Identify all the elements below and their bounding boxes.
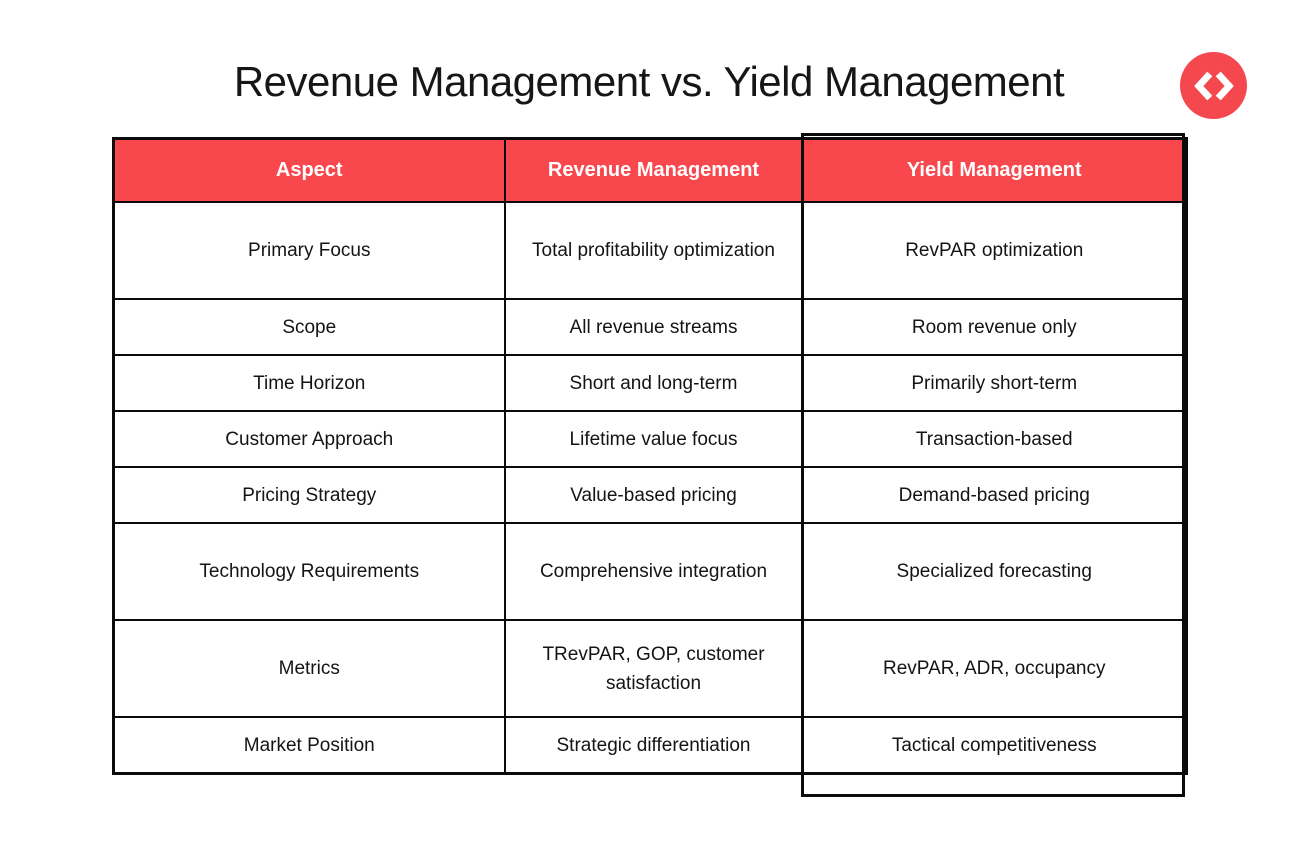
yield-cell: Transaction-based — [801, 410, 1188, 468]
comparison-table: Aspect Revenue Management Yield Manageme… — [112, 137, 1188, 775]
revenue-cell: Lifetime value focus — [503, 410, 804, 468]
page-title: Revenue Management vs. Yield Management — [233, 58, 1065, 105]
aspect-cell: Primary Focus — [112, 201, 506, 300]
yield-cell: Primarily short-term — [801, 354, 1188, 412]
code-brackets-icon — [1193, 71, 1234, 100]
aspect-cell: Scope — [112, 298, 506, 356]
comparison-table-wrap: Aspect Revenue Management Yield Manageme… — [112, 133, 1188, 797]
revenue-cell: Short and long-term — [503, 354, 804, 412]
table-row-time-horizon: Time Horizon Short and long-term Primari… — [112, 354, 1188, 412]
yield-cell: Demand-based pricing — [801, 466, 1188, 524]
revenue-cell: Strategic differentiation — [503, 716, 804, 775]
revenue-cell: Value-based pricing — [503, 466, 804, 524]
table-row-scope: Scope All revenue streams Room revenue o… — [112, 298, 1188, 356]
column-header-aspect: Aspect — [112, 137, 506, 203]
column-header-yield-management: Yield Management — [801, 137, 1188, 203]
revenue-cell: TRevPAR, GOP, customer satisfaction — [503, 619, 804, 718]
table-row-customer-approach: Customer Approach Lifetime value focus T… — [112, 410, 1188, 468]
table-row-metrics: Metrics TRevPAR, GOP, customer satisfact… — [112, 619, 1188, 718]
table-row-market-position: Market Position Strategic differentiatio… — [112, 716, 1188, 775]
revenue-cell: All revenue streams — [503, 298, 804, 356]
aspect-cell: Market Position — [112, 716, 506, 775]
yield-cell: Tactical competitiveness — [801, 716, 1188, 775]
yield-cell: Specialized forecasting — [801, 522, 1188, 621]
revenue-cell: Total profitability optimization — [503, 201, 804, 300]
revenue-cell: Comprehensive integration — [503, 522, 804, 621]
table-row-pricing-strategy: Pricing Strategy Value-based pricing Dem… — [112, 466, 1188, 524]
yield-cell: Room revenue only — [801, 298, 1188, 356]
aspect-cell: Technology Requirements — [112, 522, 506, 621]
aspect-cell: Metrics — [112, 619, 506, 718]
aspect-cell: Customer Approach — [112, 410, 506, 468]
aspect-cell: Time Horizon — [112, 354, 506, 412]
yield-cell: RevPAR optimization — [801, 201, 1188, 300]
yield-cell: RevPAR, ADR, occupancy — [801, 619, 1188, 718]
column-header-revenue-management: Revenue Management — [503, 137, 804, 203]
table-header-row: Aspect Revenue Management Yield Manageme… — [112, 137, 1188, 203]
table-row-technology-requirements: Technology Requirements Comprehensive in… — [112, 522, 1188, 621]
brand-logo — [1180, 52, 1247, 119]
table-row-primary-focus: Primary Focus Total profitability optimi… — [112, 201, 1188, 300]
aspect-cell: Pricing Strategy — [112, 466, 506, 524]
